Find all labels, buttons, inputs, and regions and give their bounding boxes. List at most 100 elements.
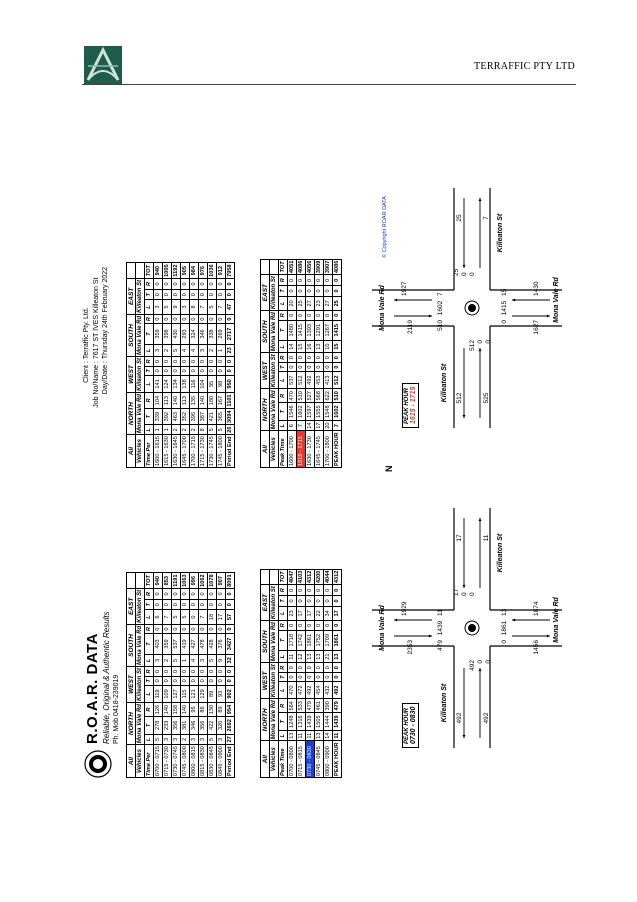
count-cell: 0	[207, 588, 217, 600]
count-cell: 392	[162, 408, 172, 425]
count-cell: 1062	[198, 572, 208, 589]
time-cell: 0730 - 0745	[171, 744, 181, 778]
count-cell: 0	[198, 588, 208, 600]
count-cell: 89	[216, 702, 226, 717]
count-cell: 0	[162, 314, 172, 324]
count-cell: 320	[216, 716, 226, 735]
total-cell: 0	[332, 662, 342, 673]
south-right-value: 0	[501, 320, 508, 324]
count-cell: 4047	[287, 569, 297, 585]
count-cell: 138	[180, 375, 190, 393]
count-cell: 0	[287, 352, 297, 363]
count-cell: 568	[314, 388, 324, 403]
total-cell: 0	[332, 362, 342, 372]
movement-T: T	[144, 289, 154, 300]
movement-L: L	[144, 344, 154, 357]
west-through-value: 0	[477, 660, 484, 664]
count-cell: 98	[216, 375, 226, 393]
col-vehicles: Vehicles	[135, 434, 145, 468]
count-cell: 0	[162, 666, 172, 677]
count-cell: 356	[171, 716, 181, 735]
count-cell: 940	[153, 262, 163, 279]
col-all: All	[126, 434, 136, 468]
count-cell: 461	[314, 698, 324, 713]
count-cell: 0	[198, 356, 208, 367]
count-cell: 5	[153, 734, 163, 745]
south-out-value: 1627	[533, 320, 540, 335]
count-cell: 0	[216, 599, 226, 610]
count-cell: 1	[180, 654, 190, 667]
day-label: Day/Date	[102, 365, 109, 395]
south-in-value: 1430	[533, 281, 540, 296]
day-value: Thursday 24th February 2022	[102, 266, 109, 360]
count-cell: 0	[162, 356, 172, 367]
east-road-name: Killeaton St	[497, 213, 504, 252]
count-cell: 115	[180, 685, 190, 703]
total-cell: 0	[332, 274, 342, 286]
brand-subtitle: Reliable, Original & Authentic Results	[102, 611, 111, 744]
count-cell: 293	[180, 323, 190, 345]
time-cell: 1715 - 1730	[198, 434, 208, 468]
copyright-text: © Copyright ROAR DATA	[382, 196, 388, 258]
count-cell: 0	[305, 362, 315, 372]
total-cell: 2717	[225, 323, 235, 345]
count-cell: 470	[287, 681, 297, 699]
count-cell: 0	[323, 595, 333, 607]
total-cell: 4086	[332, 259, 342, 275]
north-in-value: 2119	[407, 320, 414, 334]
south-left-value: 15	[501, 288, 508, 296]
direction-east: EAST	[126, 278, 136, 315]
road-name: Killeaton St	[135, 588, 145, 625]
movement-R: R	[278, 620, 288, 631]
total-cell: 7	[332, 420, 342, 431]
north-out-arrow-head	[394, 298, 398, 302]
count-cell: 0	[216, 356, 226, 367]
count-cell: 0	[198, 366, 208, 376]
count-cell: 492	[305, 371, 315, 389]
north-in-arrow-head	[428, 314, 432, 318]
count-cell: 0	[198, 624, 208, 634]
count-cell: 0	[314, 310, 324, 321]
road-name: Killeaton St	[135, 278, 145, 315]
count-cell: 0	[305, 620, 315, 631]
total-cell: 27	[225, 734, 235, 745]
count-cell: 0	[162, 366, 172, 376]
north-right-value: 7	[437, 292, 444, 296]
movement-R: R	[144, 588, 154, 600]
total-cell: 510	[332, 388, 342, 403]
north-left-value: 510	[437, 320, 444, 331]
count-cell: 527	[305, 388, 315, 403]
count-cell: 0	[153, 289, 163, 300]
count-cell: 0	[198, 278, 208, 290]
count-cell: 93	[216, 685, 226, 703]
count-cell: 1063	[180, 572, 190, 589]
count-cell: 1597	[305, 402, 315, 421]
count-cell: 0	[287, 274, 297, 286]
time-cell: 1630 - 1645	[171, 434, 181, 468]
count-cell: 0	[287, 620, 297, 631]
count-cell: 0	[296, 352, 306, 363]
west-left-value: 512	[469, 340, 476, 351]
count-cell: 472	[296, 681, 306, 699]
count-cell: 2	[207, 344, 217, 357]
count-cell: 4	[189, 654, 199, 667]
count-cell: 6	[153, 609, 163, 625]
south-in-arrow-head	[512, 618, 516, 622]
time-cell: 1615 - 1715	[296, 430, 306, 468]
count-cell: 7	[198, 609, 208, 625]
road-name: Killeaton St	[269, 662, 279, 699]
direction-north: NORTH	[126, 702, 136, 745]
col-tot-spacer	[260, 569, 270, 585]
movement-R: R	[144, 278, 154, 290]
time-cell: 0830 - 0845	[207, 744, 217, 778]
count-cell: 0	[305, 310, 315, 321]
col-all: All	[260, 740, 270, 778]
count-cell: 0	[323, 620, 333, 631]
count-cell: 27	[323, 296, 333, 311]
count-cell: 233	[162, 716, 172, 735]
count-cell: 0	[207, 599, 217, 610]
count-cell: 17	[216, 609, 226, 625]
